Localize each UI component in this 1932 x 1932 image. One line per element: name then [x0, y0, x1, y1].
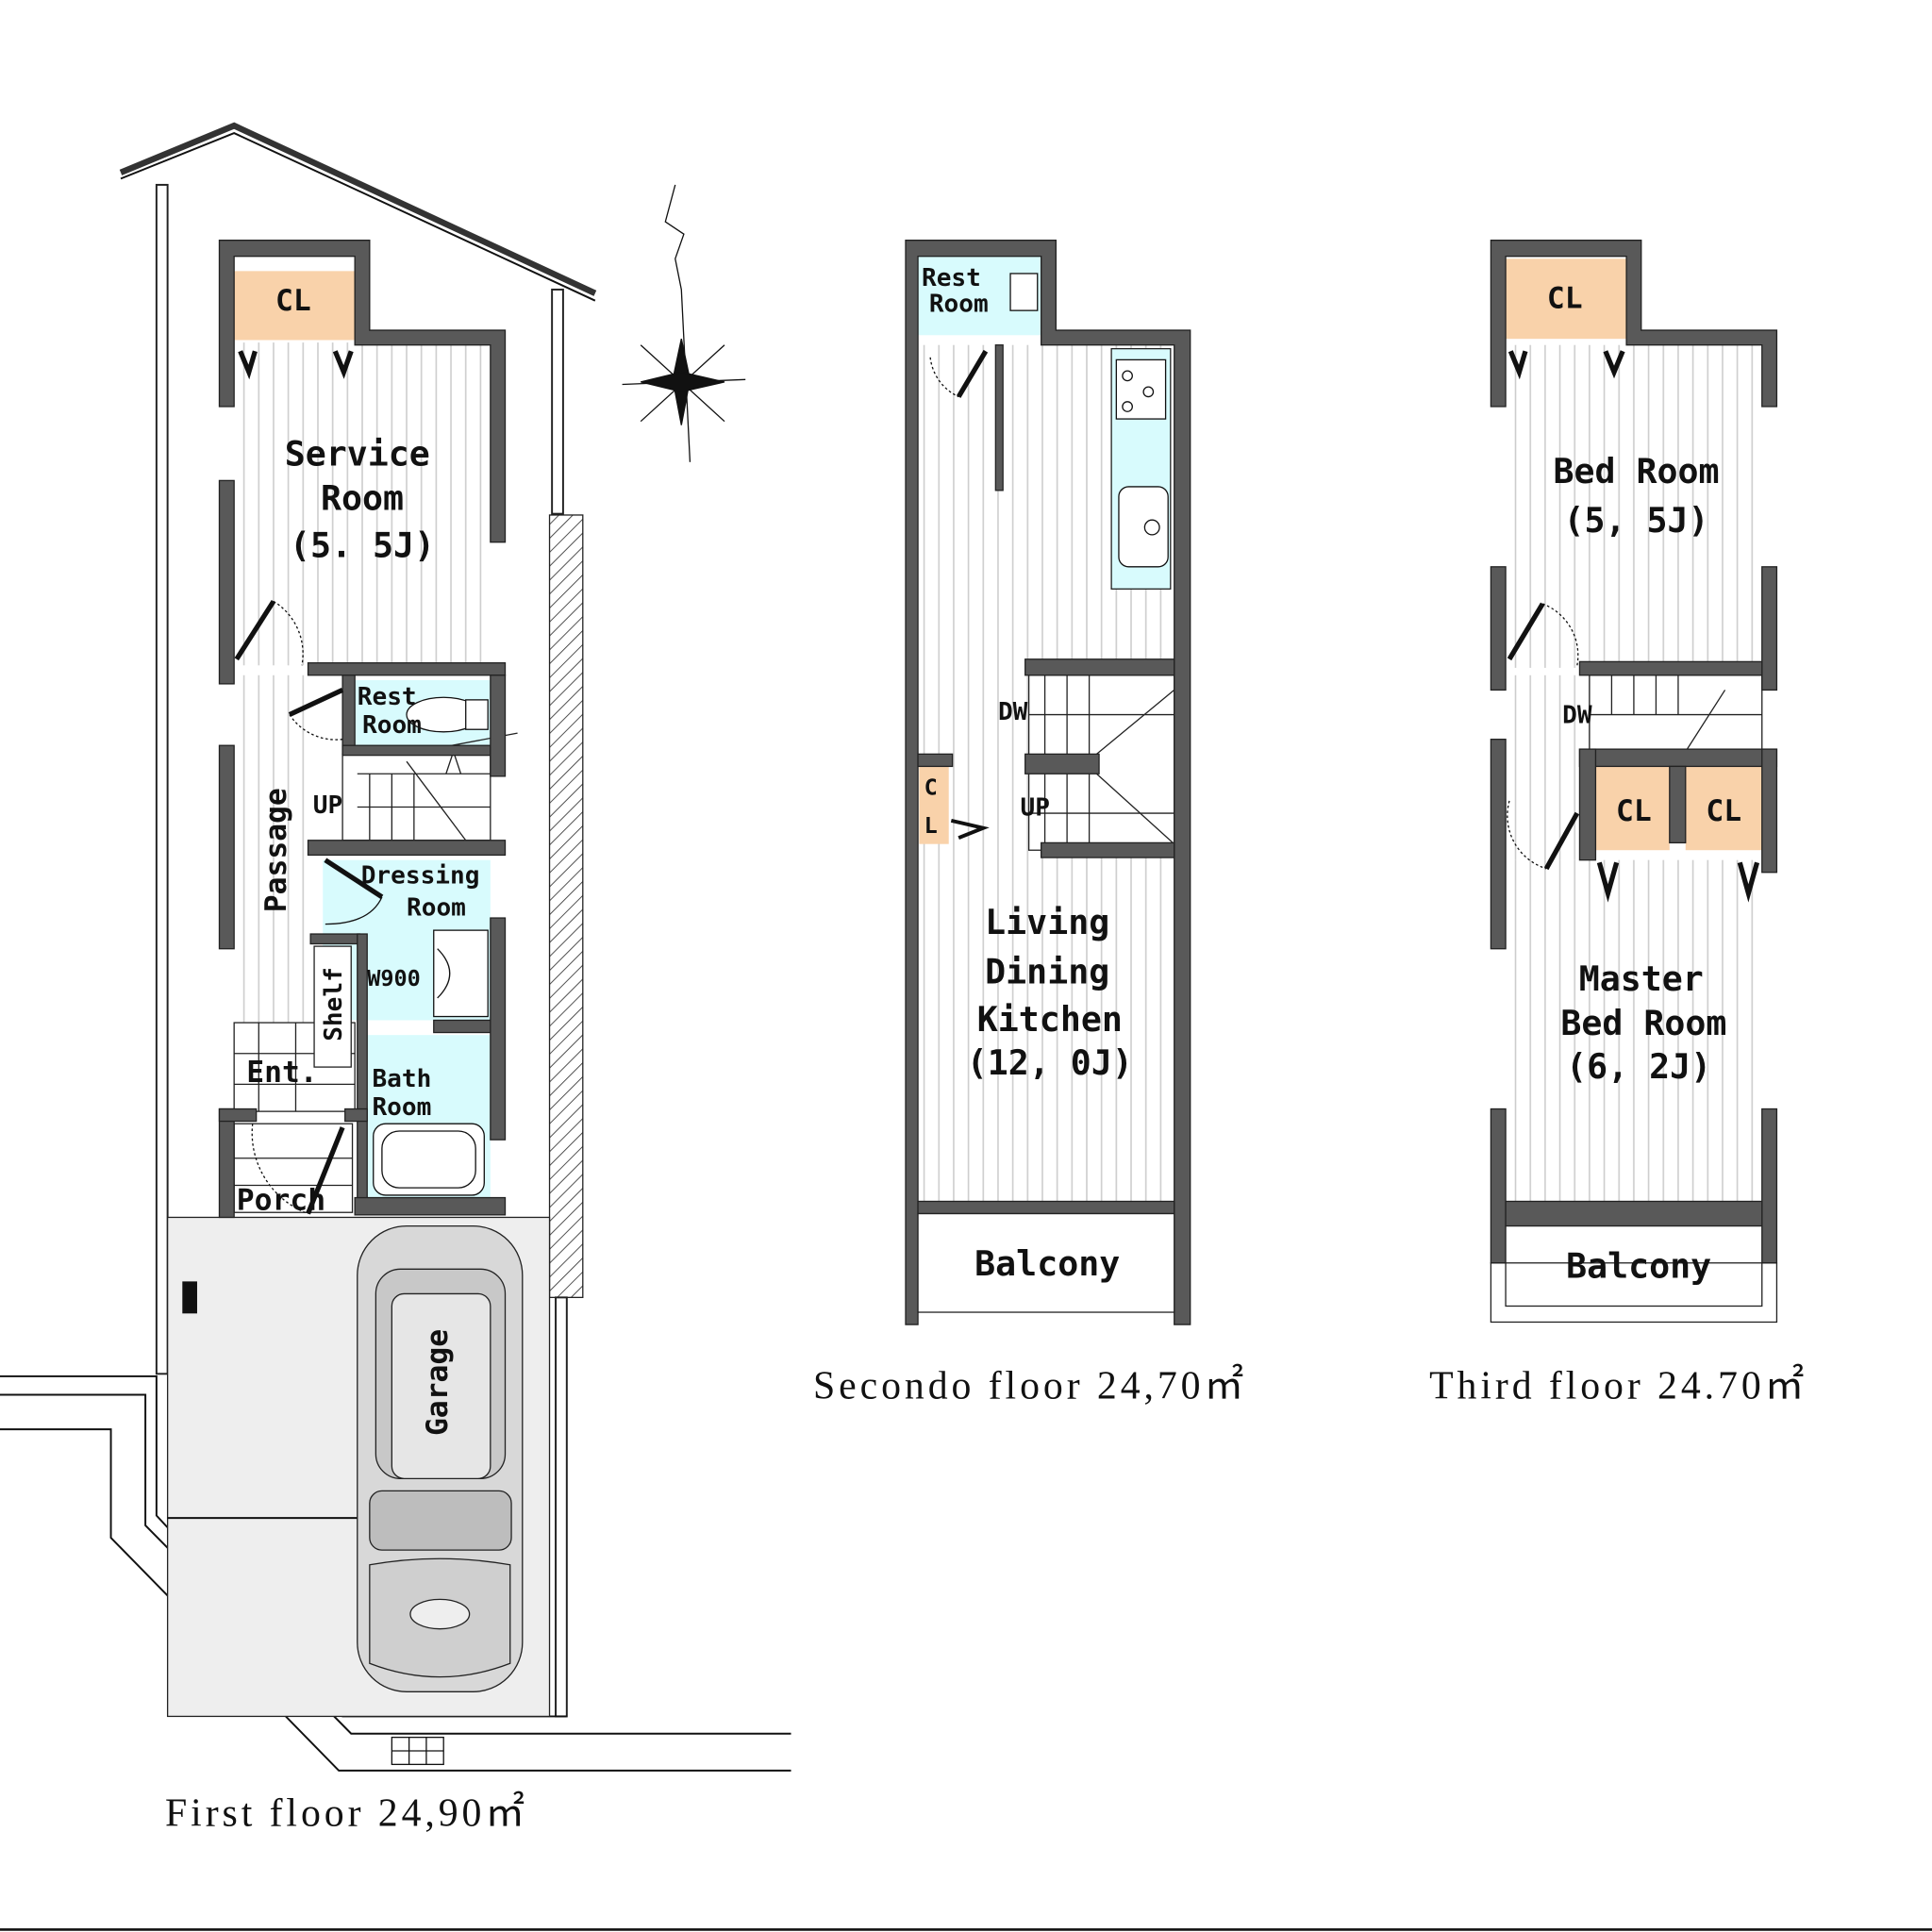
- stove-icon: [1115, 358, 1167, 420]
- porch-label: Porch: [237, 1184, 325, 1218]
- walls-third-floor: [1490, 240, 1778, 1264]
- bed-room-label: Bed Room: [1553, 451, 1719, 491]
- third-floor-caption: Third floor 24.70㎡: [1429, 1363, 1807, 1407]
- walls-second-floor: [905, 240, 1191, 1325]
- closet-top-label: CL: [1547, 282, 1583, 316]
- first-floor: CL Service Room (5. 5J) Rest Room Passag…: [0, 122, 791, 1836]
- up-label: UP: [313, 791, 342, 820]
- closet-left-fill: [1595, 766, 1670, 851]
- bath-room-label-2: Room: [372, 1093, 431, 1122]
- second-floor-caption: Secondo floor 24,70㎡: [813, 1363, 1247, 1407]
- garage-label: Garage: [421, 1329, 455, 1436]
- rest-room-label: Rest: [922, 264, 981, 292]
- closet-left-label: CL: [1616, 794, 1652, 828]
- ldk-label-1: Living: [985, 902, 1109, 942]
- toilet-icon: [406, 696, 489, 733]
- stairs: [1589, 675, 1763, 753]
- shelf-box: [313, 945, 352, 1068]
- doors-first-floor: [234, 350, 384, 1215]
- ldk-label-2: Dining: [985, 951, 1109, 991]
- first-floor-caption: First floor 24,90㎡: [165, 1791, 528, 1836]
- roof-line: [119, 122, 597, 296]
- washbasin-width-label: W900: [367, 965, 421, 991]
- balcony: [1505, 1224, 1763, 1307]
- passage-label: Passage: [259, 788, 293, 912]
- up-label: UP: [1020, 794, 1049, 823]
- bed-room-size: (5, 5J): [1563, 500, 1708, 541]
- site-wall-left: [155, 183, 169, 1375]
- closet-label: C: [924, 774, 938, 800]
- sink-icon: [1118, 486, 1169, 568]
- dressing-room-label: Dressing: [361, 861, 480, 890]
- ldk-label-3: Kitchen: [977, 999, 1123, 1040]
- neighbor-hatch: [548, 514, 584, 1298]
- closet-label: CL: [275, 284, 311, 318]
- closet-right-fill: [1685, 766, 1762, 851]
- balcony: [917, 1212, 1175, 1313]
- entrance-label: Ent.: [246, 1056, 317, 1090]
- third-floor: CL Bed Room (5, 5J) DW CL CL Master Bed …: [1429, 240, 1807, 1407]
- rest-room-label-2: Room: [929, 290, 989, 318]
- closet-fill: [919, 766, 949, 844]
- balcony-label: Balcony: [1566, 1245, 1711, 1286]
- north-compass-icon: [622, 184, 746, 462]
- closet-label-2: L: [924, 812, 938, 839]
- master-bed-room-label: Master: [1579, 958, 1704, 999]
- master-bed-room-label-2: Bed Room: [1560, 1003, 1726, 1043]
- closet-top-fill: [1506, 258, 1627, 340]
- service-room-label: Service: [285, 434, 430, 475]
- toilet-icon: [1009, 273, 1039, 311]
- meter-box: [182, 1281, 197, 1314]
- master-bed-room-size: (6, 2J): [1566, 1046, 1711, 1087]
- bath-room-label: Bath: [372, 1065, 431, 1093]
- balcony-label: Balcony: [974, 1243, 1120, 1284]
- second-floor: Rest Room DW UP C L Living Dining Kitche…: [813, 240, 1247, 1407]
- down-label: DW: [998, 698, 1028, 726]
- service-room-label-2: Room: [321, 478, 404, 519]
- rest-room-label-2: Room: [362, 711, 422, 740]
- washbasin-icon: [433, 929, 489, 1018]
- closet-fill: [234, 271, 356, 341]
- down-label: DW: [1562, 702, 1592, 730]
- closet-right-label: CL: [1706, 794, 1741, 828]
- walls-first-floor: [218, 240, 507, 1219]
- ldk-size: (12, 0J): [967, 1042, 1133, 1083]
- bathtub-icon: [373, 1123, 485, 1196]
- rest-room-label: Rest: [358, 683, 417, 711]
- car-icon: [357, 1224, 524, 1692]
- dressing-room-label-2: Room: [407, 893, 466, 922]
- shelf-label: Shelf: [320, 967, 348, 1041]
- service-room-size: (5. 5J): [290, 525, 435, 565]
